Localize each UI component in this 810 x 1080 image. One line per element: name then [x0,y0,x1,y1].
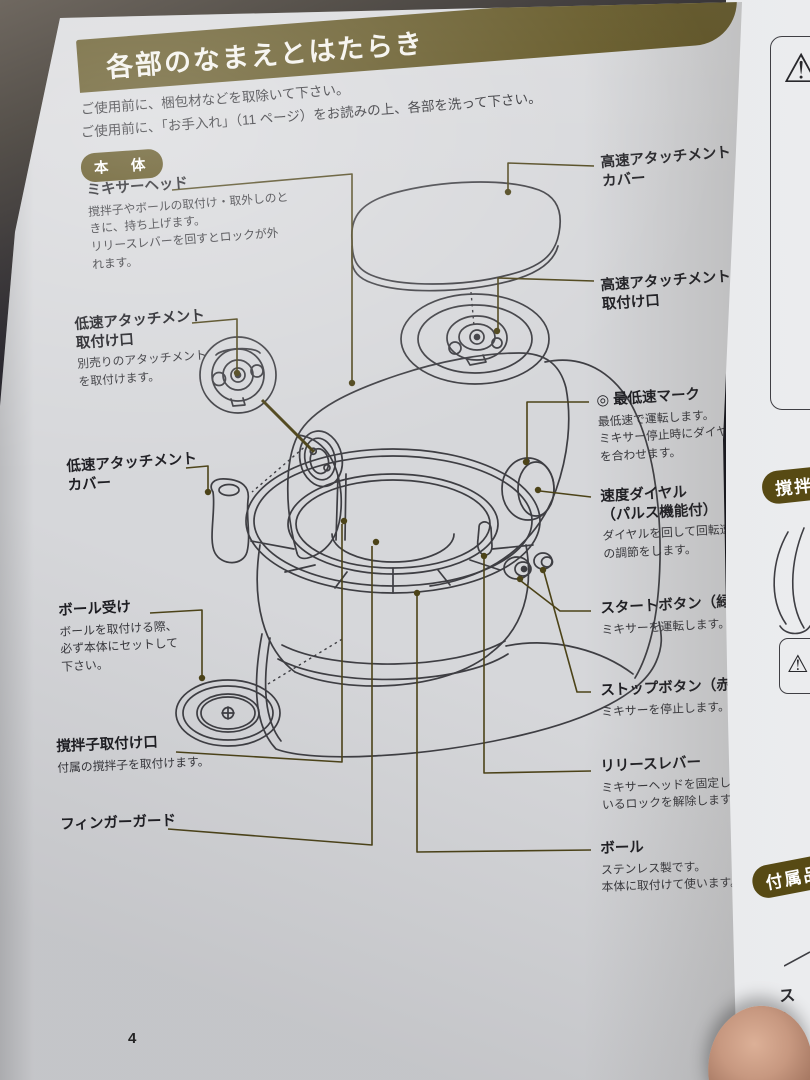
right-page-partial-text: ス [778,987,796,1006]
right-page-diagram-corner [784,951,810,967]
warning-icon: ⚠ [783,47,810,91]
right-page-warning-box [770,36,810,410]
label-mixer-head: ミキサーヘッド 撹拌子やボールの取付け・取外しのと きに、持ち上げます。 リリー… [86,175,289,272]
agitator-badge: 撹拌子 [760,463,810,506]
accessories-badge: 付属品 [749,852,810,901]
whisk-partial-drawing [773,527,810,635]
page-number: 4 [128,1030,137,1047]
right-page-caution-box [779,638,810,694]
body-section-badge: 本 体 [80,148,164,183]
label-low-speed-port: 低速アタッチメント 取付け口 別売りのアタッチメント を取付けます。 [74,307,208,389]
label-bowl-rest: ボール受け ボールを取付ける際、 必ず本体にセットして 下さい。 [58,599,179,674]
warning-icon-small: ⚠ [787,651,809,678]
